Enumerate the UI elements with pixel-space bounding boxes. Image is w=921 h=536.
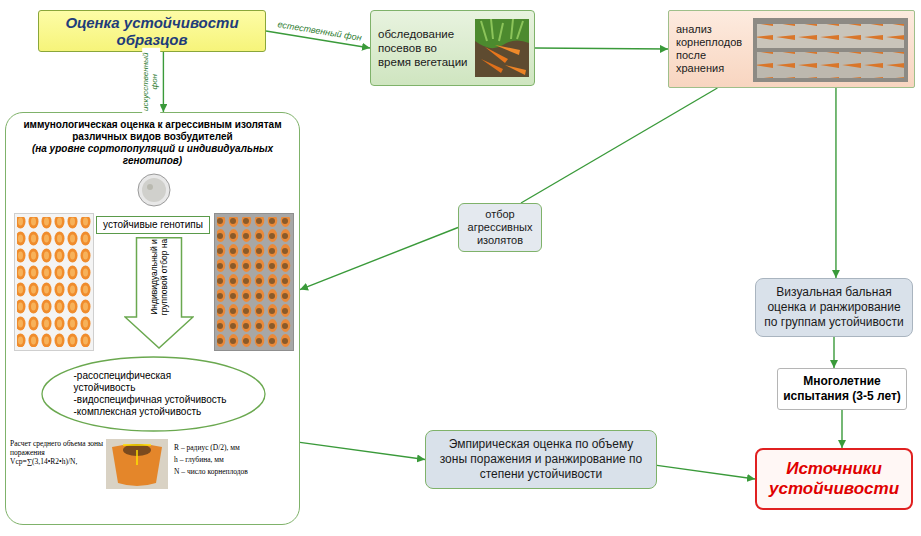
node-text: -видоспецифичная устойчивость xyxy=(74,394,234,406)
connector-arrow xyxy=(657,465,755,479)
colony xyxy=(147,184,153,190)
node-text: анализ корнеплодов после хранения xyxy=(676,23,746,75)
formula-legend: N – число корнеплодов xyxy=(174,467,296,476)
slices xyxy=(17,217,91,347)
ellipse-outline xyxy=(42,357,265,431)
tray xyxy=(215,214,294,351)
node-text: обследование посевов во время вегетации xyxy=(378,27,470,69)
resistance-sources-box: Источники устойчивости xyxy=(755,448,913,510)
slices-photo-infected xyxy=(214,213,294,351)
node-text: Многолетние испытания (3-5 лет) xyxy=(783,374,901,404)
tray xyxy=(15,214,94,351)
node-text: -комплексная устойчивость xyxy=(74,406,234,418)
formula-label: Расчет среднего объема зоны поражения Vс… xyxy=(10,439,104,466)
slices-photo-healthy xyxy=(14,213,94,351)
edge-label: искусственный фон xyxy=(143,48,161,116)
empirical-scoring-box: Эмпирическая оценка по объему зоны пораж… xyxy=(425,430,657,489)
node-text: Эмпирическая оценка по объему зоны пораж… xyxy=(434,437,648,482)
node-text: Визуальная бальная оценка и ранжирование… xyxy=(762,285,906,330)
connector-arrow xyxy=(300,442,425,459)
connector-arrow xyxy=(163,52,164,112)
node-text: (на уровне сортопопуляций и индивидуальн… xyxy=(12,143,293,167)
connector-arrow xyxy=(833,337,834,368)
visual-scoring-box: Визуальная бальная оценка и ранжирование… xyxy=(755,278,913,337)
dish xyxy=(138,174,170,206)
resistance-types-ellipse: -расоспецифическая устойчивость-видоспец… xyxy=(41,356,266,432)
carrot xyxy=(485,47,508,63)
formula-legend: h – глубина, мм xyxy=(174,455,296,464)
culture xyxy=(142,178,166,202)
field-survey-box: обследование посевов во время вегетации xyxy=(370,10,535,86)
selection-arrow: Индивидуальный и групповой отбор на xyxy=(124,237,194,349)
depth-mark xyxy=(136,450,138,465)
node-text: иммунологическая оценка к агрессивным из… xyxy=(12,119,293,143)
node-text: Оценка устойчивости образцов xyxy=(45,14,259,48)
field-trials-box: Многолетние испытания (3-5 лет) xyxy=(777,368,907,410)
field-photo xyxy=(475,19,529,77)
tray xyxy=(757,24,904,48)
isolate-selection-box: отбор агрессивных изолятов xyxy=(458,203,542,252)
connector-arrow xyxy=(535,48,668,49)
formula-legend: R – радиус (D/2), мм xyxy=(174,443,296,452)
node-text: устойчивые генотипы xyxy=(101,219,205,231)
carrots xyxy=(757,52,904,78)
node-text: Источники устойчивости xyxy=(761,459,907,499)
carrot xyxy=(495,45,520,55)
radius-mark xyxy=(123,444,151,446)
connector-arrow xyxy=(841,410,842,448)
floor xyxy=(753,18,908,82)
storage-photo xyxy=(753,18,908,82)
connector-arrow xyxy=(835,88,836,278)
tray xyxy=(757,52,904,78)
root-section xyxy=(112,444,162,486)
leaves xyxy=(481,19,523,41)
connector-arrow xyxy=(300,228,458,290)
petri-dish xyxy=(137,173,171,207)
lesion-section-photo xyxy=(106,439,168,489)
start-box: Оценка устойчивости образцов xyxy=(38,10,266,52)
immunology-panel: иммунологическая оценка к агрессивным из… xyxy=(5,112,300,525)
node-text: -расоспецифическая устойчивость xyxy=(74,370,234,394)
storage-analysis-box: анализ корнеплодов после хранения xyxy=(668,10,915,88)
node-text: Индивидуальный и групповой отбор на xyxy=(149,237,169,317)
connector-arrow xyxy=(521,88,717,203)
carrots xyxy=(757,24,904,48)
carrot xyxy=(481,59,503,73)
edge-label: естественный фон xyxy=(275,19,364,43)
node-text: отбор агрессивных изолятов xyxy=(463,208,537,247)
slices xyxy=(217,217,291,347)
foliage xyxy=(475,19,529,48)
carrot xyxy=(505,65,526,75)
background xyxy=(106,439,168,489)
resistant-genotypes-box: устойчивые генотипы xyxy=(96,216,210,234)
arrow-outline xyxy=(125,238,193,348)
soil xyxy=(475,19,529,77)
